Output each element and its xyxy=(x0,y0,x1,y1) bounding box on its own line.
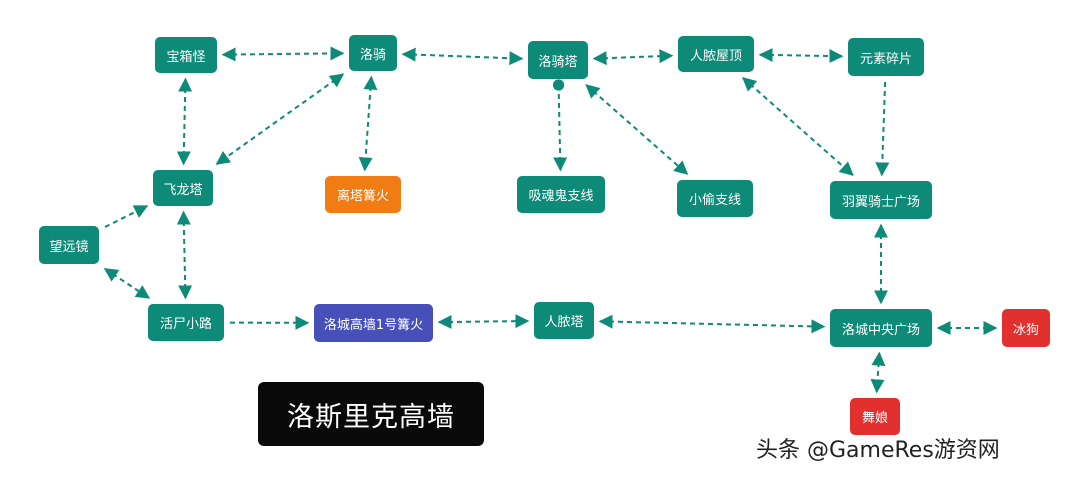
node-luochengzhongyangguangchang: 洛城中央广场 xyxy=(830,309,932,347)
edge-luochengzhongyangguangchang-wuniang xyxy=(870,351,886,394)
edge-luochenggaoqianggouhuo-renlianta xyxy=(437,314,530,329)
edge-wangyuanjing-feilongta xyxy=(104,205,149,228)
watermark: 头条 @GameRes游资网 xyxy=(756,438,1000,463)
edge-renlianwuding-yuansusuipian xyxy=(758,47,844,64)
edge-baoxiangguai-feilongta xyxy=(176,77,193,166)
edge-feilongta-huoshixiaolu xyxy=(176,210,193,300)
node-renlianwuding: 人脓屋顶 xyxy=(678,36,754,72)
node-luochenggaoqianggouhuo: 洛城高墙1号篝火 xyxy=(314,304,433,342)
node-binggou: 冰狗 xyxy=(1002,309,1050,347)
node-renlianta: 人脓塔 xyxy=(534,302,594,339)
edge-luoqita-xiaotouzhixian xyxy=(585,84,689,175)
node-wangyuanjing: 望远镜 xyxy=(39,226,99,264)
edge-luoqita-renlianwuding xyxy=(592,49,674,66)
edge-wangyuanjing-huoshixiaolu xyxy=(103,268,151,299)
node-yuansusuipian: 元素碎片 xyxy=(848,38,924,76)
node-luoqi: 洛骑 xyxy=(349,35,397,71)
node-wuniang: 舞娘 xyxy=(850,398,900,435)
node-xiaotouzhixian: 小偷支线 xyxy=(677,180,753,217)
edge-luoqi-feilongta xyxy=(215,73,345,165)
node-huoshixiaolu: 活尸小路 xyxy=(148,304,224,341)
edge-luoqita-xihunguizhixian xyxy=(552,79,568,172)
edge-renlianta-luochengzhongyangguangchang xyxy=(598,314,826,334)
node-litagouhuo: 离塔篝火 xyxy=(325,176,401,213)
edge-luoqi-litagouhuo xyxy=(358,75,378,172)
edge-baoxiangguai-luoqi xyxy=(221,46,345,62)
node-xihunguizhixian: 吸魂鬼支线 xyxy=(517,176,605,213)
node-feilongta: 飞龙塔 xyxy=(153,170,213,206)
edge-luoqi-luoqita xyxy=(401,47,524,66)
edge-yuansusuipian-yuyiqishiguangchang xyxy=(875,81,890,177)
node-yuyiqishiguangchang: 羽翼骑士广场 xyxy=(830,181,932,219)
node-luoqita: 洛骑塔 xyxy=(528,41,588,79)
edge-renlianwuding-yuyiqishiguangchang xyxy=(742,77,854,176)
node-baoxiangguai: 宝箱怪 xyxy=(155,37,217,73)
area-title: 洛斯里克高墙 xyxy=(258,382,484,446)
